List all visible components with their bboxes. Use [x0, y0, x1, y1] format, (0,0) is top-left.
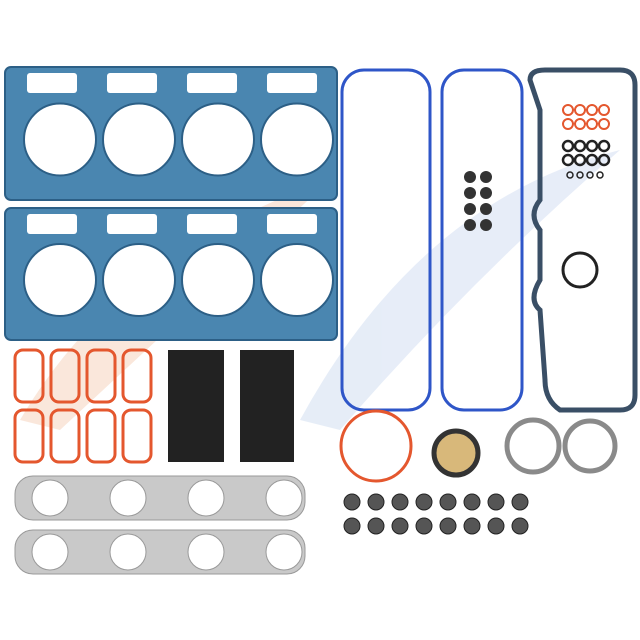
valve-stem-seal	[367, 493, 385, 511]
coolant-port	[187, 214, 237, 234]
exhaust-port	[31, 479, 69, 517]
coolant-port	[27, 73, 77, 93]
intake-gasket	[49, 348, 81, 404]
grommet	[464, 187, 476, 199]
coolant-port	[107, 73, 157, 93]
exhaust-gasket	[14, 529, 306, 575]
o-ring-orange	[586, 118, 598, 130]
o-ring-black	[597, 139, 611, 153]
cylinder-bore	[181, 102, 255, 177]
valve-stem-seal	[487, 493, 505, 511]
valve-cover-gasket	[340, 68, 432, 412]
valve-stem-seal	[511, 493, 529, 511]
grommet	[464, 219, 476, 231]
o-ring-black	[561, 153, 575, 167]
o-ring-small	[576, 171, 584, 179]
intake-gasket	[121, 408, 153, 464]
valve-stem-seal	[391, 517, 409, 535]
grommet	[480, 171, 492, 183]
cylinder-bore	[23, 243, 97, 317]
exhaust-port	[187, 533, 225, 571]
valve-stem-seal	[511, 517, 529, 535]
intake-gasket	[13, 348, 45, 404]
valve-cover-gasket	[440, 68, 524, 412]
o-ring-small	[586, 171, 594, 179]
exhaust-port	[187, 479, 225, 517]
intake-gasket	[85, 408, 117, 464]
thermostat-gasket	[431, 428, 481, 478]
o-ring-black	[561, 139, 575, 153]
o-ring-orange	[574, 118, 586, 130]
o-ring-black	[597, 153, 611, 167]
exhaust-port	[109, 533, 147, 571]
valve-stem-seal	[343, 517, 361, 535]
seal-ring	[562, 418, 618, 474]
valve-cover-gasket-dark	[527, 67, 638, 413]
cylinder-bore	[102, 243, 176, 317]
valve-stem-seal	[391, 493, 409, 511]
o-ring-black	[585, 139, 599, 153]
exhaust-gasket	[14, 475, 306, 521]
cylinder-bore	[23, 102, 97, 177]
o-ring-orange	[562, 118, 574, 130]
valve-stem-seal	[487, 517, 505, 535]
exhaust-port	[109, 479, 147, 517]
coolant-port	[107, 214, 157, 234]
o-ring-small	[566, 171, 574, 179]
cylinder-bore	[181, 243, 255, 317]
seal-strip	[168, 350, 224, 462]
valve-stem-seal	[343, 493, 361, 511]
o-ring-orange	[562, 104, 574, 116]
o-ring-orange	[574, 104, 586, 116]
valve-stem-seal	[367, 517, 385, 535]
cylinder-bore	[260, 102, 334, 177]
valve-stem-seal	[415, 517, 433, 535]
intake-gasket	[85, 348, 117, 404]
coolant-port	[267, 73, 317, 93]
coolant-port	[267, 214, 317, 234]
valve-stem-seal	[439, 517, 457, 535]
coolant-port	[187, 73, 237, 93]
exhaust-port	[265, 479, 303, 517]
grommet	[480, 203, 492, 215]
valve-stem-seal	[415, 493, 433, 511]
intake-gasket	[49, 408, 81, 464]
cylinder-bore	[102, 102, 176, 177]
seal-strip	[240, 350, 294, 462]
cylinder-bore	[260, 243, 334, 317]
valve-stem-seal	[463, 493, 481, 511]
o-ring-black	[573, 139, 587, 153]
seal-ring	[504, 417, 562, 475]
grommet	[480, 219, 492, 231]
exhaust-port	[265, 533, 303, 571]
grommet	[464, 203, 476, 215]
o-ring	[561, 251, 599, 289]
coolant-port	[27, 214, 77, 234]
intake-gasket	[13, 408, 45, 464]
o-ring-small	[596, 171, 604, 179]
o-ring-orange	[586, 104, 598, 116]
o-ring-large	[339, 409, 413, 483]
valve-stem-seal	[439, 493, 457, 511]
o-ring-orange	[598, 104, 610, 116]
o-ring-orange	[598, 118, 610, 130]
o-ring-black	[585, 153, 599, 167]
grommet	[464, 171, 476, 183]
intake-gasket	[121, 348, 153, 404]
valve-stem-seal	[463, 517, 481, 535]
exhaust-port	[31, 533, 69, 571]
o-ring-black	[573, 153, 587, 167]
grommet	[480, 187, 492, 199]
